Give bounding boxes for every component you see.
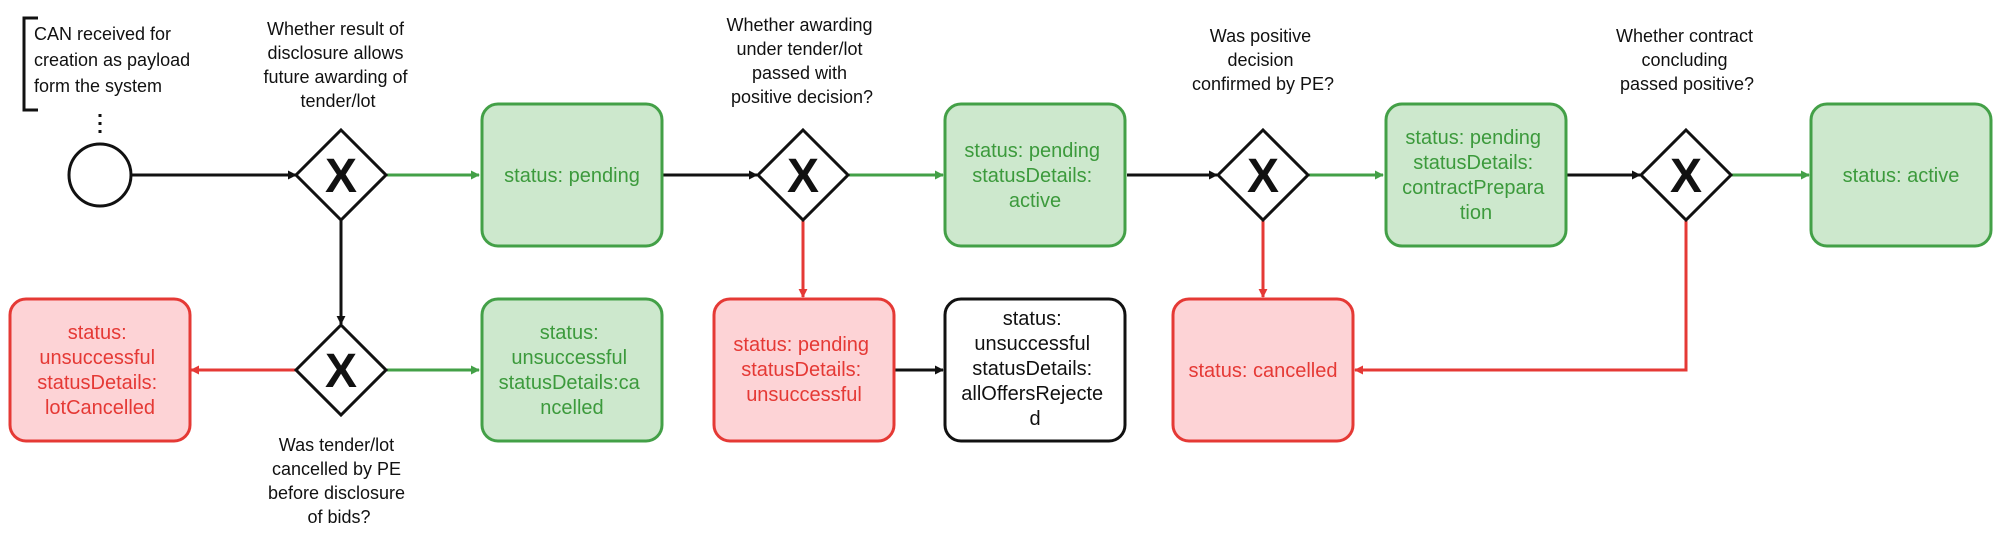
start-event xyxy=(67,142,133,208)
state-box xyxy=(480,102,664,248)
connectors xyxy=(131,170,1810,375)
gateway-diamond xyxy=(1638,127,1734,223)
state-label: status: unsuccessful statusDetails:ca nc… xyxy=(499,322,646,419)
exclusive-gateway-icon: X xyxy=(1247,150,1279,203)
annotation-text: CAN received for creation as payload for… xyxy=(34,24,195,96)
state-pending: status: pending xyxy=(480,102,664,248)
state-cancelled: status: cancelled xyxy=(1171,297,1355,443)
state-box xyxy=(943,102,1127,248)
state-box xyxy=(943,297,1127,443)
state-label: status: pending statusDetails: active xyxy=(964,140,1105,212)
state-label: status: cancelled xyxy=(1189,360,1338,382)
state-unsuccessful-cancelled: status: unsuccessful statusDetails:ca nc… xyxy=(480,297,664,443)
gateway-4: X xyxy=(1215,127,1311,223)
annotation: CAN received for creation as payload for… xyxy=(22,16,195,138)
annotation-line: CAN received for xyxy=(34,24,171,44)
exclusive-gateway-icon: X xyxy=(787,150,819,203)
state-label: status: pending xyxy=(504,165,640,187)
exclusive-gateway-icon: X xyxy=(325,150,357,203)
state-box xyxy=(712,297,896,443)
state-box xyxy=(1809,102,1993,248)
gateway-diamond xyxy=(1215,127,1311,223)
annotation-line: creation as payload xyxy=(34,50,190,70)
gateway-question-5: Whether contract concluding passed posit… xyxy=(1616,26,1758,94)
gateway-diamond xyxy=(755,127,851,223)
gateway-diamond xyxy=(293,127,389,223)
gateway-question-4: Was positive decision confirmed by PE? xyxy=(1192,26,1334,94)
state-label: status: pending statusDetails: unsuccess… xyxy=(733,334,874,406)
state-pending-active: status: pending statusDetails: active xyxy=(943,102,1127,248)
state-label: status: pending statusDetails: contractP… xyxy=(1402,127,1550,224)
annotation-line: form the system xyxy=(34,76,162,96)
gateway-5: X xyxy=(1638,127,1734,223)
exclusive-gateway-icon: X xyxy=(1670,150,1702,203)
gateway-diamond xyxy=(293,322,389,418)
gateway-question-3: Whether awarding under tender/lot passed… xyxy=(726,15,877,107)
gateway-question-2: Was tender/lot cancelled by PE before di… xyxy=(268,435,410,527)
state-label: status: unsuccessful statusDetails: lotC… xyxy=(37,322,163,419)
state-box xyxy=(1171,297,1355,443)
state-label: status: unsuccessful statusDetails: allO… xyxy=(961,308,1108,430)
annotation-bracket xyxy=(22,16,38,112)
state-box xyxy=(8,297,192,443)
state-active: status: active xyxy=(1809,102,1993,248)
flow-g5-to-cancelled xyxy=(1354,221,1688,375)
state-pending-unsuccessful: status: pending statusDetails: unsuccess… xyxy=(712,297,896,443)
state-box xyxy=(480,297,664,443)
state-unsuccessful-lot-cancelled: status: unsuccessful statusDetails: lotC… xyxy=(8,297,192,443)
gateway-2: X xyxy=(293,322,389,418)
state-pending-contract-preparation: status: pending statusDetails: contractP… xyxy=(1384,102,1568,248)
state-unsuccessful-all-offers-rejected: status: unsuccessful statusDetails: allO… xyxy=(943,297,1127,443)
exclusive-gateway-icon: X xyxy=(325,345,357,398)
state-label: status: active xyxy=(1843,165,1960,187)
state-box xyxy=(1384,102,1568,248)
gateway-3: X xyxy=(755,127,851,223)
gateway-question-1: Whether result of disclosure allows futu… xyxy=(263,19,412,111)
gateway-1: X xyxy=(293,127,389,223)
